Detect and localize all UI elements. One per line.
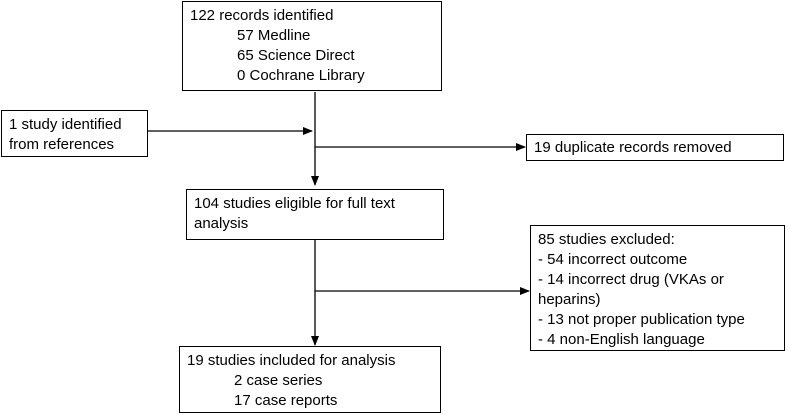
- included-total: 19 studies included for analysis: [187, 352, 396, 369]
- excluded-publication: - 13 not proper publication type: [538, 311, 745, 328]
- records-medline: 57 Medline: [237, 27, 311, 44]
- duplicates-line-1: 19 duplicate records removed: [534, 139, 732, 156]
- included-case-reports: 17 case reports: [234, 392, 338, 409]
- included-box: 19 studies included for analysis 2 case …: [179, 346, 441, 413]
- excluded-drug-cont: heparins): [538, 291, 601, 308]
- eligible-line-2: analysis: [194, 215, 249, 232]
- records-science-direct: 65 Science Direct: [237, 47, 355, 64]
- records-identified-box: 122 records identified 57 Medline 65 Sci…: [182, 1, 442, 91]
- eligible-box: 104 studies eligible for full text analy…: [186, 189, 444, 240]
- eligible-line-1: 104 studies eligible for full text: [194, 195, 395, 212]
- references-line-1: 1 study identified: [9, 116, 122, 133]
- excluded-language: - 4 non-English language: [538, 331, 705, 348]
- excluded-drug: - 14 incorrect drug (VKAs or: [538, 271, 724, 288]
- references-box: 1 study identified from references: [1, 110, 148, 157]
- references-line-2: from references: [9, 136, 115, 153]
- excluded-heading: 85 studies excluded:: [538, 231, 675, 248]
- included-case-series: 2 case series: [234, 372, 323, 389]
- records-total: 122 records identified: [190, 7, 334, 24]
- records-cochrane: 0 Cochrane Library: [237, 67, 365, 84]
- excluded-box: 85 studies excluded: - 54 incorrect outc…: [530, 225, 785, 351]
- excluded-outcome: - 54 incorrect outcome: [538, 251, 688, 268]
- duplicates-removed-box: 19 duplicate records removed: [526, 134, 784, 161]
